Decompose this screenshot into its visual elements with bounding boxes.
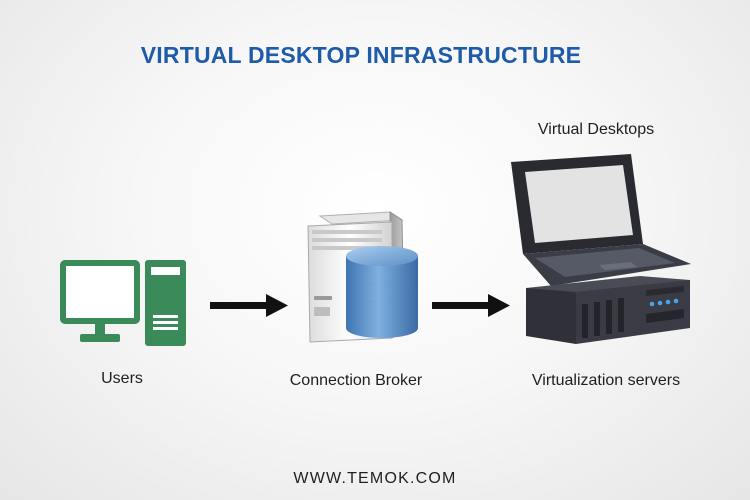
monitor-screen (66, 266, 134, 318)
tower-drive (151, 267, 180, 275)
servers-label: Virtualization servers (531, 372, 681, 389)
server-front (526, 288, 576, 344)
arrow-users-to-broker (210, 294, 288, 317)
users-label: Users (101, 370, 143, 387)
broker-label: Connection Broker (289, 372, 423, 389)
status-led (649, 301, 655, 307)
laptop-screen (525, 165, 633, 243)
status-led (673, 298, 679, 304)
arrow-broker-to-servers (432, 294, 510, 317)
desktop-computer-icon (60, 260, 186, 346)
rack-server-icon (526, 276, 690, 344)
status-led (665, 299, 671, 305)
database-top (346, 246, 418, 266)
page-title: VIRTUAL DESKTOP INFRASTRUCTURE (140, 42, 582, 68)
desktops-label: Virtual Desktops (537, 121, 655, 138)
laptop-icon (511, 154, 691, 286)
monitor-neck (95, 324, 105, 334)
server-database-icon (307, 211, 418, 343)
laptop-keyboard (535, 248, 675, 277)
tower-case (145, 260, 186, 346)
server-side (576, 280, 690, 344)
footer-url: WWW.TEMOK.COM (293, 470, 457, 487)
monitor-base (80, 334, 120, 342)
status-led (657, 300, 663, 306)
